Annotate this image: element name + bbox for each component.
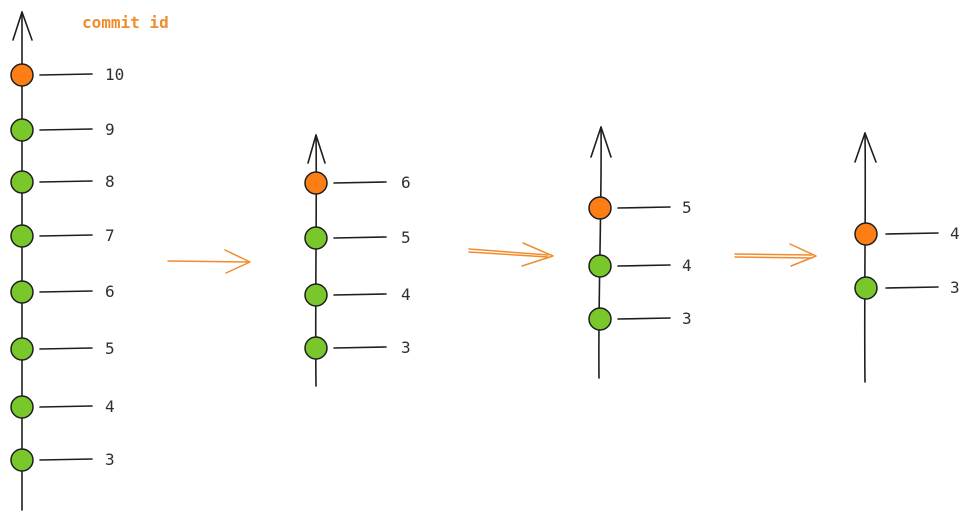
commit-id-label: 6	[401, 173, 411, 192]
commit-node: 7	[10, 224, 115, 248]
commit-tick	[39, 347, 93, 350]
head-commit-node: 6	[304, 171, 411, 195]
commit-id-label: 3	[682, 309, 692, 328]
commit-node: 4	[304, 283, 411, 307]
commit-dot	[10, 170, 34, 194]
commit-dot	[10, 337, 34, 361]
head-commit-dot	[10, 63, 34, 87]
head-commit-dot	[304, 171, 328, 195]
transition-arrow-3	[734, 243, 817, 267]
head-commit-node: 5	[588, 196, 692, 220]
transition-arrow-2	[468, 242, 554, 267]
commit-tick	[39, 234, 93, 237]
head-commit-dot	[588, 196, 612, 220]
axis-line	[590, 126, 612, 379]
commit-id-label: 4	[105, 397, 115, 416]
commit-dot	[10, 448, 34, 472]
diagram-title: commit id	[82, 13, 169, 32]
commit-node: 8	[10, 170, 115, 194]
commit-dot	[304, 226, 328, 250]
commit-tick	[885, 232, 939, 235]
commit-id-label: 10	[105, 65, 124, 84]
commit-dot	[304, 283, 328, 307]
commit-node: 3	[854, 276, 960, 300]
commit-id-label: 5	[682, 198, 692, 217]
head-commit-dot	[854, 222, 878, 246]
commit-node: 6	[10, 280, 115, 304]
commit-node: 3	[304, 336, 411, 360]
commit-dot	[10, 118, 34, 142]
commit-dot	[588, 307, 612, 331]
commit-dot	[10, 280, 34, 304]
commit-tick	[617, 206, 671, 209]
commit-dot	[10, 224, 34, 248]
commit-id-label: 3	[950, 278, 960, 297]
commit-id-label: 4	[401, 285, 411, 304]
commit-node: 4	[10, 395, 115, 419]
commit-id-label: 8	[105, 172, 115, 191]
commit-stack-2: 6 5 4 3	[304, 134, 411, 387]
commit-stack-1: 10 9 8 7 6 5 4 3	[10, 11, 124, 511]
commit-tick	[885, 286, 939, 289]
head-commit-node: 4	[854, 222, 960, 246]
commit-id-label: 6	[105, 282, 115, 301]
commit-tick	[333, 293, 387, 296]
commit-node: 5	[10, 337, 115, 361]
commit-tick	[333, 346, 387, 349]
transition-arrow-1	[167, 249, 251, 274]
commit-stack-4: 43	[854, 132, 960, 383]
commit-dot	[854, 276, 878, 300]
axis-line	[12, 11, 33, 511]
commit-tick	[333, 181, 387, 184]
commit-tick	[39, 180, 93, 183]
commit-dot	[304, 336, 328, 360]
commit-tick	[617, 317, 671, 320]
commit-tick	[39, 290, 93, 293]
commit-tick	[39, 458, 93, 461]
commit-id-label: 7	[105, 226, 115, 245]
commit-node: 3	[588, 307, 692, 331]
commit-tick	[333, 236, 387, 239]
commit-node: 3	[10, 448, 115, 472]
commit-id-label: 4	[950, 224, 960, 243]
commit-id-label: 3	[105, 450, 115, 469]
head-commit-node: 10	[10, 63, 124, 87]
commit-tick	[39, 73, 93, 76]
commit-dot	[588, 254, 612, 278]
commit-node: 9	[10, 118, 115, 142]
commit-id-label: 3	[401, 338, 411, 357]
commit-dot	[10, 395, 34, 419]
commit-tick	[39, 128, 93, 131]
commit-id-label: 5	[105, 339, 115, 358]
commit-stack-3: 5 4 3	[588, 126, 692, 379]
commit-tick	[39, 405, 93, 408]
commit-node: 4	[588, 254, 692, 278]
commit-id-label: 4	[682, 256, 692, 275]
axis-line	[854, 132, 877, 383]
commit-tick	[617, 264, 671, 267]
commit-node: 5	[304, 226, 411, 250]
commit-id-label: 5	[401, 228, 411, 247]
commit-id-label: 9	[105, 120, 115, 139]
